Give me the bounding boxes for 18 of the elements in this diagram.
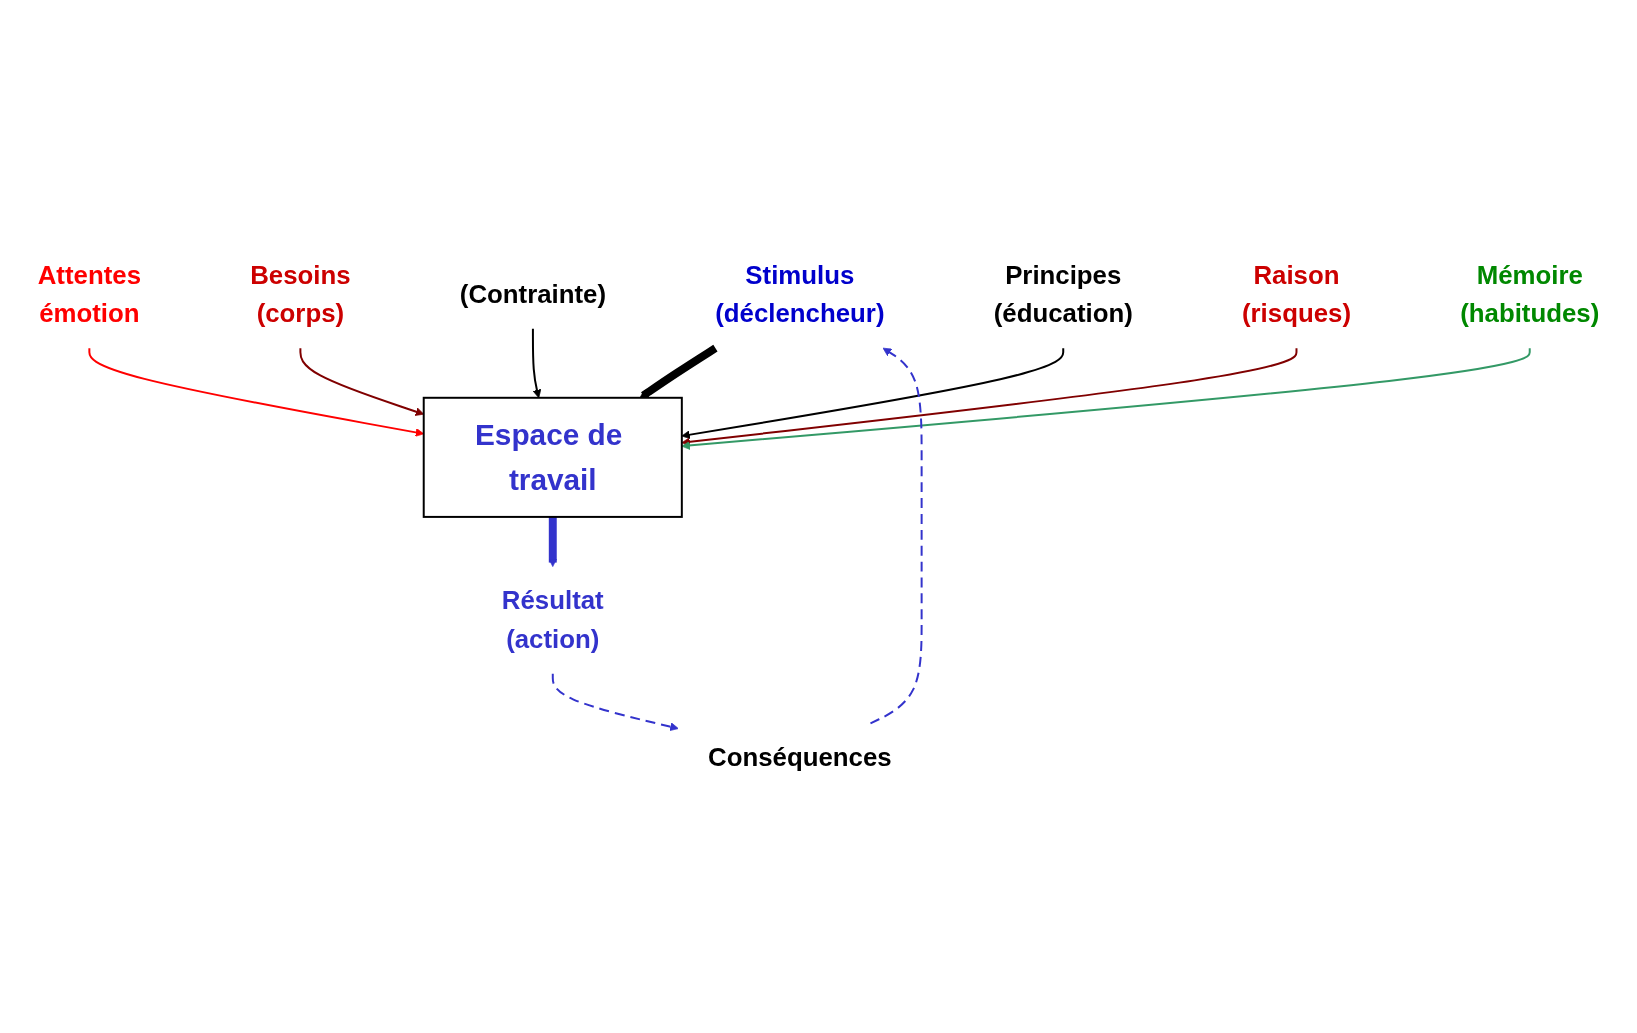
arrow: [531, 327, 542, 399]
node-box: Espace de travail: [422, 396, 683, 518]
node-text: Principes (éducation): [993, 259, 1133, 329]
node-text: Besoins (corps): [250, 259, 351, 329]
node-text: Raison (risques): [1241, 259, 1351, 329]
node-text: Attentes émotion: [37, 259, 141, 329]
node-text: Conséquences: [708, 742, 892, 773]
arrow: [681, 347, 1065, 440]
node-text: Stimulus (déclencheur): [715, 259, 885, 329]
arrow: [548, 517, 558, 567]
arrow: [681, 347, 1531, 450]
arrow: [869, 347, 923, 725]
arrow: [681, 347, 1298, 447]
arrow: [639, 344, 718, 399]
arrow: [551, 672, 679, 732]
node-text: Résultat (action): [501, 585, 604, 654]
node-text: (Contrainte): [459, 279, 607, 310]
node-text: Mémoire (habitudes): [1460, 259, 1600, 329]
